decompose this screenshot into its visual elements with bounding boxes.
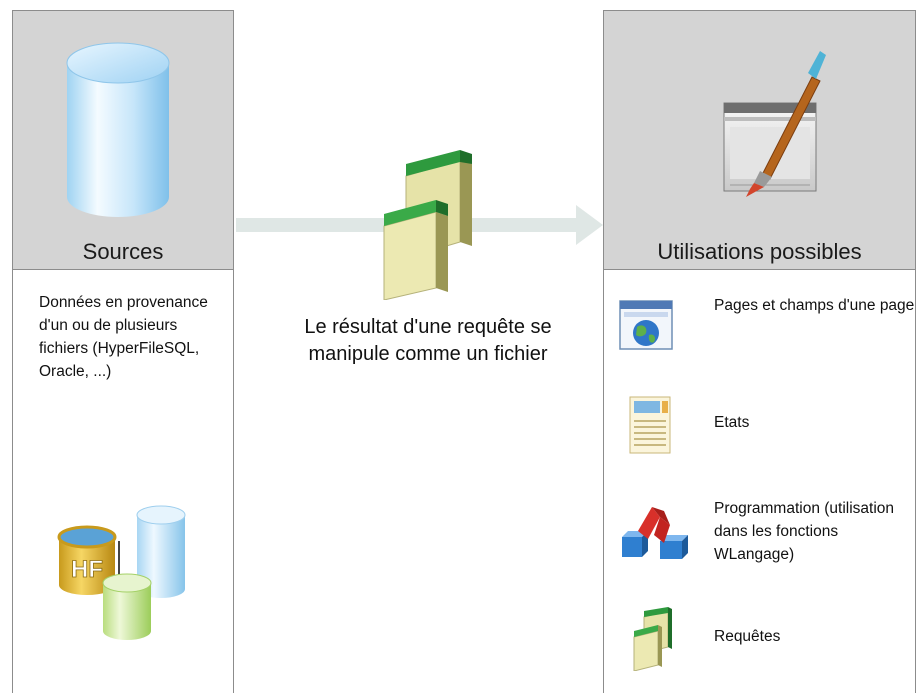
webpage-globe-icon (619, 300, 673, 350)
flow-arrow-head (576, 205, 603, 245)
query-icon (633, 607, 672, 671)
center-caption: Le résultat d'une requête se manipule co… (304, 316, 552, 365)
programming-icon (622, 507, 688, 559)
sources-header: Sources (13, 11, 233, 270)
paintbrush-window-icon (723, 51, 826, 197)
use-item-programming: Programmation (utilisation dans les fonc… (714, 500, 895, 563)
uses-title: Utilisations possibles (657, 239, 862, 264)
sources-title: Sources (82, 239, 164, 264)
use-item-queries: Requêtes (714, 628, 781, 645)
hyperfile-databases-icon: HF (57, 505, 186, 640)
uses-panel: Utilisations possibles Pages et champs d… (603, 10, 916, 693)
query-result-icon (383, 150, 472, 300)
database-cylinder-icon (66, 42, 170, 217)
report-icon (629, 396, 671, 454)
use-item-reports: Etats (714, 414, 750, 431)
hf-label: HF (71, 556, 103, 583)
use-item-pages: Pages et champs d'une page (714, 297, 915, 314)
uses-header: Utilisations possibles (604, 11, 915, 270)
sources-description: Données en provenance d'un ou de plusieu… (39, 294, 208, 380)
sources-panel: Sources Données en provenance d'un ou de… (12, 10, 234, 693)
